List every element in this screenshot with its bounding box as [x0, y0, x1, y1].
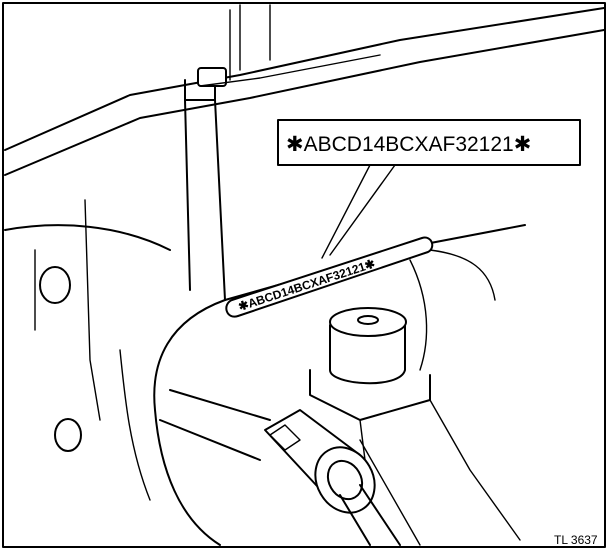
cylindrical-mount — [309, 307, 521, 546]
callout-leader-2 — [329, 164, 396, 256]
illustration-border — [2, 2, 606, 548]
plate-label: ✱ABCD14BCXAF32121✱ — [237, 256, 377, 313]
upper-housing — [4, 4, 605, 301]
callout-box: ✱ABCD14BCXAF32121✱ — [277, 119, 581, 166]
vin-plate: ✱ABCD14BCXAF32121✱ — [225, 236, 434, 318]
shaft-assembly — [159, 389, 401, 546]
callout-label: ✱ABCD14BCXAF32121✱ — [286, 133, 531, 156]
reference-code: TL 3637 — [554, 533, 598, 547]
callout-leader — [321, 164, 371, 259]
block-left-face — [4, 199, 226, 546]
